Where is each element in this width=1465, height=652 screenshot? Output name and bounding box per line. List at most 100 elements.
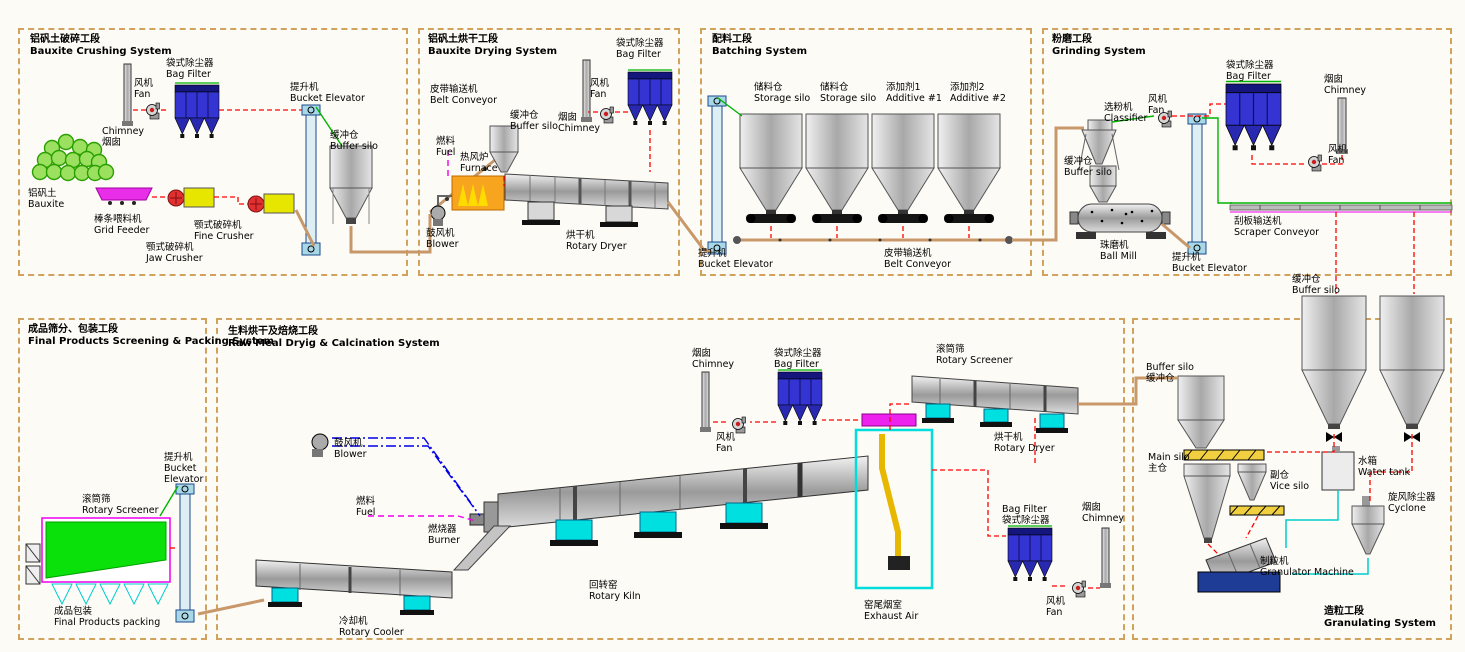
kiln-cooler-chute (452, 525, 512, 571)
bag-filter-icon (1225, 80, 1282, 151)
chimney (1336, 97, 1348, 154)
blower (430, 195, 452, 226)
jaw-crusher (167, 187, 215, 208)
granulator-machine (1197, 537, 1281, 593)
chimney (581, 59, 592, 122)
exhaust-chamber (854, 413, 934, 590)
rotary-screener-dryer (911, 375, 1079, 433)
section-border-drying (418, 28, 680, 276)
fine-crusher (247, 193, 295, 214)
ball-mill (1069, 203, 1171, 239)
product-bags (25, 543, 41, 585)
grid-feeder (95, 187, 153, 205)
section-border-granulating (1132, 318, 1452, 640)
blue-air-lines (332, 437, 481, 517)
bucket-elevator (1187, 113, 1207, 255)
screw-conveyor (1229, 505, 1285, 516)
red-dashed-lines (131, 103, 1415, 589)
buffer-silo (329, 145, 373, 224)
grinding-equipment (1069, 80, 1453, 442)
main-silo (1183, 463, 1231, 543)
buffer-silo (1089, 165, 1117, 203)
buffer-silo (1177, 375, 1225, 449)
green-lines (159, 97, 1452, 517)
blower (311, 433, 329, 457)
fan-icon (146, 102, 160, 120)
bag-filter-icon (1007, 525, 1053, 582)
section-border-grinding (1042, 28, 1452, 276)
fan-icon (1072, 580, 1086, 598)
furnace (451, 175, 505, 211)
fan-icon (732, 416, 746, 434)
bucket-elevator (175, 483, 195, 623)
packing-bags (51, 583, 169, 606)
big-buffer-silos (1301, 295, 1445, 442)
chimney-2 (1100, 527, 1111, 588)
rotary-cooler (255, 559, 453, 615)
bag-filter-icon (174, 82, 220, 139)
chimney (122, 63, 133, 126)
cyclone (1351, 496, 1385, 555)
section-border-packing (18, 318, 207, 640)
rotary-screener (41, 517, 171, 583)
section-border-calcination (216, 318, 1125, 640)
packing-equipment (25, 483, 195, 623)
chimney (700, 371, 711, 432)
magenta-fuel-lines (368, 150, 477, 522)
buffer-silo (489, 125, 519, 173)
section-border-batching (700, 28, 1032, 276)
